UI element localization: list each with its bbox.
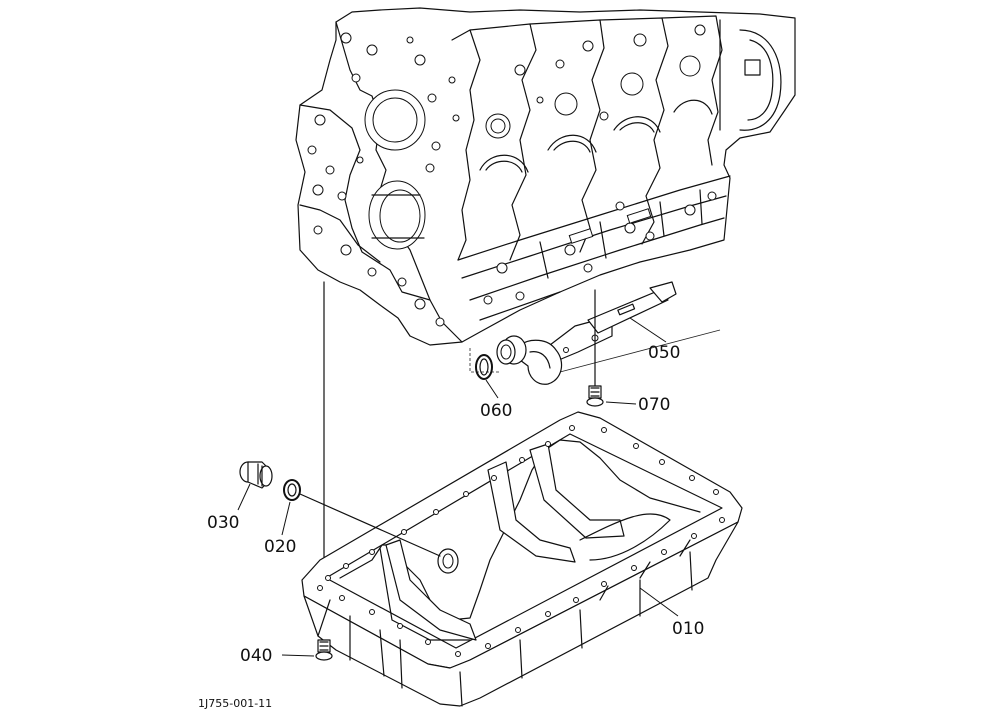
pan-bolt — [315, 639, 333, 661]
engine-block — [295, 7, 796, 373]
drain-plug — [239, 461, 273, 489]
o-ring — [475, 354, 493, 380]
callout-020: 020 — [264, 537, 296, 557]
strainer-bolt — [586, 289, 604, 407]
callout-070: 070 — [638, 395, 670, 415]
callout-040: 040 — [240, 646, 272, 666]
drain-assembly-line — [299, 493, 441, 557]
pan-flange-holes — [317, 425, 725, 657]
callout-060: 060 — [480, 401, 512, 421]
diagram-reference-code: 1J755-001-11 — [198, 697, 272, 710]
oil-pan — [301, 411, 743, 707]
callout-leaders — [237, 317, 679, 657]
drain-gasket — [283, 479, 301, 501]
oil-strainer-pipe — [496, 281, 677, 385]
callout-050: 050 — [648, 343, 680, 363]
callout-030: 030 — [207, 513, 239, 533]
callout-010: 010 — [672, 619, 704, 639]
